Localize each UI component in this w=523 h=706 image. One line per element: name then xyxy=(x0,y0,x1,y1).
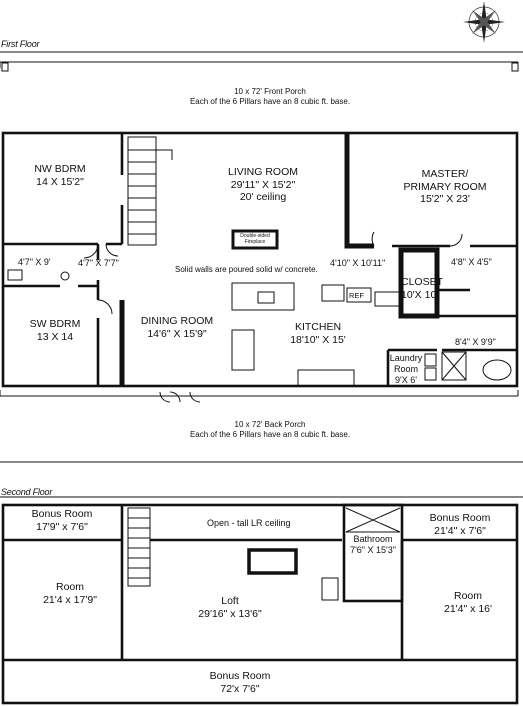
second-floor-title: Second Floor xyxy=(1,487,53,497)
room-right-size: 21'4" x 16' xyxy=(443,602,493,615)
sw-bedroom-name: SW BDRM xyxy=(29,318,81,330)
room-left-name: Room xyxy=(55,581,84,593)
shower-stall xyxy=(441,351,467,381)
laundry-size: 9'X 6' xyxy=(395,374,417,385)
back-porch-label: 10 x 72' Back Porch Each of the 6 Pillar… xyxy=(120,420,420,439)
room-left-size: 21'4 x 17'9" xyxy=(43,593,97,606)
nw-bedroom-size: 14 X 15'2" xyxy=(36,175,84,188)
room-left-label: Room 21'4 x 17'9" xyxy=(30,581,110,606)
porch-pillar xyxy=(511,62,519,72)
master-wall xyxy=(344,133,374,249)
fireplace-name: Double-sided xyxy=(240,233,270,239)
loft-label: Loft 29'16" x 13'6" xyxy=(190,595,270,620)
master-room-label: MASTER/ PRIMARY ROOM 15'2" X 23' xyxy=(390,168,500,206)
bathroom-size: 7'6" X 15'3" xyxy=(350,544,396,555)
bathroom-name: Bathroom xyxy=(353,534,393,544)
back-door-swings xyxy=(159,391,201,403)
kitchen-label: KITCHEN 18'10" X 15' xyxy=(280,321,356,346)
hall-left-size: 4'7" X 7'7" xyxy=(78,258,119,268)
bonus-nw-label: Bonus Room 17'9" x 7'6" xyxy=(22,508,102,533)
second-floor-outline xyxy=(1,503,519,705)
room-right-name: Room xyxy=(453,590,482,602)
bonus-south-size: 72'x 7'6" xyxy=(220,682,260,695)
laundry-label: Laundry Room 9'X 6' xyxy=(388,353,424,385)
master-room-name-2: PRIMARY ROOM xyxy=(403,180,487,193)
bath-left-walls xyxy=(3,244,100,386)
loft-size: 29'16" x 13'6" xyxy=(198,607,262,620)
bonus-ne-size: 21'4" x 7'6" xyxy=(434,524,486,537)
loft-name: Loft xyxy=(221,595,239,607)
nw-bedroom-name: NW BDRM xyxy=(34,163,86,175)
closet-label: CLOSET 10'X 10' xyxy=(401,276,444,301)
closet-walls xyxy=(398,247,440,319)
dining-room-name: DINING ROOM xyxy=(140,315,214,327)
nw-bedroom-label: NW BDRM 14 X 15'2" xyxy=(20,163,100,188)
staircase-upper xyxy=(127,507,151,587)
bonus-south-label: Bonus Room 72'x 7'6" xyxy=(190,670,290,695)
hall-center-size: 4'10" X 10'11" xyxy=(330,258,386,268)
bathroom-walls xyxy=(342,503,404,603)
dining-room-label: DINING ROOM 14'6" X 15'9" xyxy=(134,315,220,340)
bonus-walls xyxy=(3,505,517,542)
fireplace-box xyxy=(231,229,279,250)
compass-rose-icon xyxy=(463,1,505,43)
kitchen-size: 18'10" X 15' xyxy=(290,333,346,346)
door-swings xyxy=(83,231,463,315)
front-porch-edge xyxy=(0,61,519,68)
porch-pillar xyxy=(1,62,9,72)
vanity-fixture xyxy=(321,577,339,601)
fireplace-name-2: Fireplace xyxy=(244,239,266,246)
front-porch-label: 10 x 72' Front Porch Each of the 6 Pilla… xyxy=(120,87,420,106)
closet-size: 10'X 10' xyxy=(401,288,439,301)
kitchen-name: KITCHEN xyxy=(294,321,342,333)
master-room-name: MASTER/ xyxy=(421,168,469,180)
dining-room-size: 14'6" X 15'9" xyxy=(147,327,207,340)
back-porch-size: 10 x 72' Back Porch xyxy=(234,420,306,429)
bathroom-label: Bathroom 7'6" X 15'3" xyxy=(346,534,400,556)
closet-small-size: 4'8" X 4'5" xyxy=(451,257,492,267)
nw-bedroom-walls xyxy=(3,133,124,246)
sw-bedroom-label: SW BDRM 13 X 14 xyxy=(20,318,90,343)
laundry-name-2: Room xyxy=(393,363,418,374)
toilet-fixture xyxy=(60,271,70,281)
walls-note: Solid walls are poured solid w/ concrete… xyxy=(175,265,318,274)
bonus-nw-size: 17'9" x 7'6" xyxy=(36,520,88,533)
living-room-label: LIVING ROOM 29'11" X 15'2" 20' ceiling xyxy=(208,166,318,204)
back-porch-edge xyxy=(0,390,519,397)
refrigerator-label: REF xyxy=(349,291,364,300)
bathtub-fixture xyxy=(482,359,512,381)
living-room-ceiling: 20' ceiling xyxy=(239,191,287,204)
first-floor-title: First Floor xyxy=(1,39,40,49)
front-porch-size: 10 x 72' Front Porch xyxy=(234,87,306,96)
laundry-walls xyxy=(386,348,437,386)
room-right-label: Room 21'4" x 16' xyxy=(428,590,508,615)
kitchen-counters xyxy=(231,282,400,387)
washer-fixture xyxy=(424,353,437,367)
bonus-ne-name: Bonus Room xyxy=(429,512,491,524)
sink-fixture xyxy=(7,269,23,281)
living-room-name: LIVING ROOM xyxy=(227,166,298,178)
bonus-ne-label: Bonus Room 21'4" x 7'6" xyxy=(420,512,500,537)
bath-left-size: 4'7" X 9' xyxy=(18,257,51,267)
shower-fixture-upper xyxy=(345,507,401,533)
living-room-size: 29'11" X 15'2" xyxy=(230,178,296,191)
master-room-size: 15'2" X 23' xyxy=(420,193,470,206)
front-porch-note: Each of the 6 Pillars have an 8 cubic ft… xyxy=(189,96,351,106)
open-ceiling-label: Open - tall LR ceiling xyxy=(207,518,291,528)
bonus-south-name: Bonus Room xyxy=(209,670,271,682)
bath-right-walls xyxy=(437,288,517,352)
dryer-fixture xyxy=(424,367,437,381)
sw-bedroom-size: 13 X 14 xyxy=(36,330,74,343)
shower-fixture xyxy=(441,351,467,381)
back-porch-note: Each of the 6 Pillars have an 8 cubic ft… xyxy=(189,429,351,439)
chimney-box xyxy=(247,548,298,575)
first-floor-outline xyxy=(1,131,519,388)
staircase xyxy=(127,136,173,246)
fireplace-label: Double-sided Fireplace xyxy=(234,233,276,246)
laundry-name: Laundry xyxy=(389,353,423,363)
bath-right-size: 8'4" X 9'9" xyxy=(455,337,496,347)
closet-name: CLOSET xyxy=(401,276,444,288)
bonus-nw-name: Bonus Room xyxy=(31,508,93,520)
